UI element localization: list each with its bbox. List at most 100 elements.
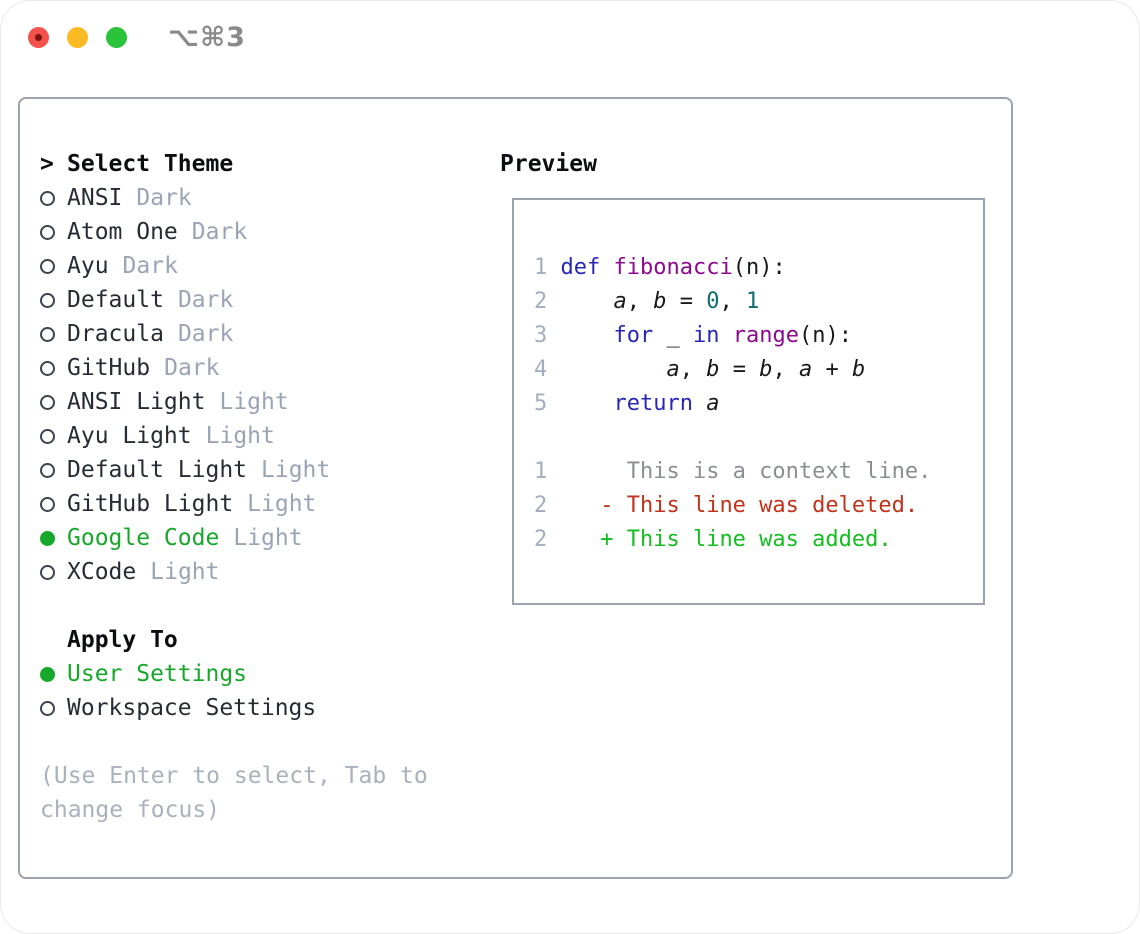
theme-tag: Light [247,491,317,517]
theme-name: ANSI [67,185,123,211]
theme-tag: Dark [136,185,192,211]
theme-option[interactable]: Default Light Light [40,453,500,487]
code-token: + This line was added. [560,527,892,552]
code-token: return [613,391,693,416]
theme-option[interactable]: Dracula Dark [40,317,500,351]
theme-name: GitHub [67,355,151,381]
code-token: for [613,323,654,348]
theme-option[interactable]: Ayu Dark [40,249,500,283]
code-token: , [626,289,654,314]
theme-tag: Light [233,525,303,551]
code-token: b [653,289,667,314]
code-token [561,357,667,382]
code-token: def [560,255,601,280]
select-theme-header: > Select Theme [40,147,500,181]
theme-column: > Select Theme ANSI Dark Atom One Dark A… [40,147,500,877]
code-line: 2 a, b = 0, 1 [534,285,983,319]
code-token: (n): [732,255,786,280]
preview-header: Preview [500,147,1011,181]
line-number: 1 [534,459,561,484]
theme-tag: Light [261,457,331,483]
focus-caret: > [40,151,54,177]
minimize-button[interactable] [67,26,88,48]
theme-option[interactable]: ANSI Dark [40,181,500,215]
zoom-button[interactable] [106,26,127,48]
apply-option[interactable]: Workspace Settings [40,691,500,725]
marker-gutter [40,666,67,682]
code-line: 4 a, b = b, a + b [534,353,983,387]
theme-option[interactable]: GitHub Dark [40,351,500,385]
marker-gutter [40,258,67,274]
code-token: - This line was deleted. [560,493,919,518]
apply-to-header: Apply To [40,623,500,657]
theme-tag: Dark [122,253,178,279]
theme-option[interactable]: ANSI Light Light [40,385,500,419]
code-line [534,421,983,455]
spacer [40,725,500,759]
marker-gutter [40,326,67,342]
marker-gutter [40,292,67,308]
theme-selector-panel: > Select Theme ANSI Dark Atom One Dark A… [18,97,1013,879]
select-theme-title: Select Theme [67,151,234,177]
code-token: + [812,357,852,382]
line-number: 5 [534,391,561,416]
theme-option[interactable]: Ayu Light Light [40,419,500,453]
code-token: This is a context line. [560,459,932,484]
theme-list: ANSI Dark Atom One Dark Ayu Dark Default… [40,181,500,589]
marker-gutter [40,394,67,410]
radio-icon [40,700,55,716]
theme-name: Default [67,287,164,313]
radio-icon [40,564,55,580]
radio-icon [40,462,55,478]
code-token: a [706,391,720,416]
titlebar: ⌥⌘3 [28,22,246,53]
close-button[interactable] [28,26,49,48]
theme-option[interactable]: XCode Light [40,555,500,589]
theme-name: Atom One [67,219,178,245]
theme-option[interactable]: Atom One Dark [40,215,500,249]
radio-icon [40,530,55,546]
theme-name: Dracula [67,321,164,347]
radio-icon [40,224,55,240]
marker-gutter [40,700,67,716]
radio-icon [40,190,55,206]
code-token [719,323,732,348]
marker-gutter [40,530,67,546]
code-token [693,391,706,416]
theme-name: Ayu Light [67,423,192,449]
code-token: , [679,357,707,382]
line-number: 2 [534,289,561,314]
theme-option[interactable]: GitHub Light Light [40,487,500,521]
radio-icon [40,394,55,410]
radio-icon [40,666,55,682]
code-line: 1 def fibonacci(n): [534,251,983,285]
code-line: 5 return a [534,387,983,421]
code-line: 3 for _ in range(n): [534,319,983,353]
line-number [534,425,547,450]
theme-tag: Dark [191,219,248,245]
theme-name: Default Light [67,457,248,483]
code-token: b [851,357,866,382]
apply-option[interactable]: User Settings [40,657,500,691]
theme-tag: Dark [177,287,234,313]
line-number: 3 [534,323,561,348]
marker-gutter [40,496,67,512]
theme-name: Ayu [67,253,109,279]
theme-option[interactable]: Default Dark [40,283,500,317]
marker-gutter [40,360,67,376]
theme-option[interactable]: Google Code Light [40,521,500,555]
marker-gutter [40,462,67,478]
code-token: , [719,289,746,314]
theme-name: XCode [67,559,137,585]
code-token: b [706,357,720,382]
marker-gutter [40,564,67,580]
code-token [561,323,614,348]
code-token: b [759,357,773,382]
line-number: 2 [534,493,561,518]
code-token: 0 [706,289,720,314]
window-title: ⌥⌘3 [168,21,246,53]
code-token: = [666,289,707,314]
code-token: _ [653,323,693,348]
